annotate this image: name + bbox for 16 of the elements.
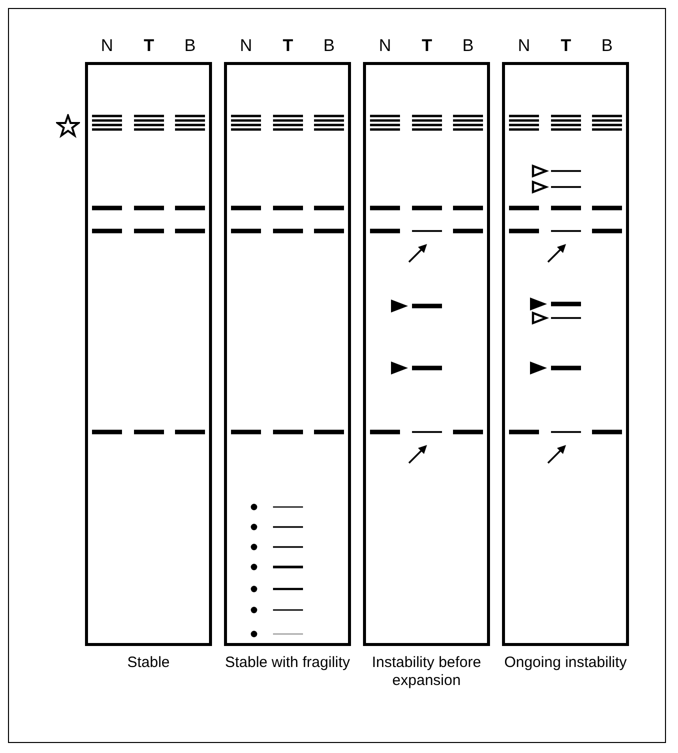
lane-label: N [516,36,532,56]
lane-label: B [322,36,336,56]
lane-label: T [560,36,572,56]
panel-caption: Stable with fragility [224,654,351,672]
panel-caption: Stable [126,654,171,672]
lane-label: N [378,36,392,56]
lane-label: N [238,36,254,56]
lane-label: T [282,36,294,56]
lane-label: B [461,36,475,56]
lane-label: B [600,36,614,56]
lane-label: T [142,36,156,56]
panel-caption: Instability before expansion [370,654,482,690]
lane-label: N [100,36,114,56]
panel-caption: Ongoing instability [503,654,628,672]
lane-label: T [420,36,434,56]
lane-label: B [183,36,197,56]
